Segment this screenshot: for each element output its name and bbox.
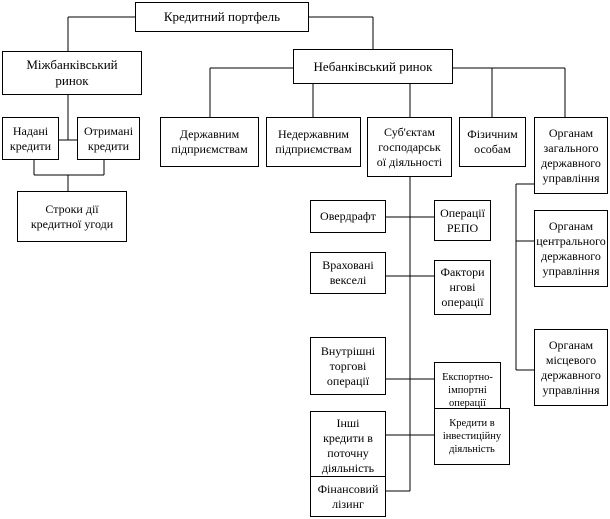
nonbank-market-box: Небанківський ринок [293,49,453,84]
received-credits-box: Отримані кредити [77,117,140,160]
state-enterprises-box: Державним підприємствам [160,117,259,167]
root-box: Кредитний портфель [135,2,309,32]
interbank-market-box: Міжбанківський ринок [2,51,142,95]
other-credits-box: Інші кредити в поточну діяльність [310,411,386,480]
credit-terms-box: Строки дії кредитної угоди [17,191,127,242]
nonstate-enterprises-box: Недержавним підприємствам [266,117,361,167]
general-gov-box: Органам загального державного управління [534,117,608,194]
discounted-bills-box: Враховані векселі [310,252,386,294]
internal-trade-box: Внутрішні торгові операції [310,337,386,395]
given-credits-box: Надані кредити [2,117,59,160]
financial-leasing-box: Фінансовий лізинг [310,476,386,517]
factoring-box: Фактори нгові операції [434,260,491,315]
individuals-box: Фізичним особам [459,117,526,167]
local-gov-box: Органам місцевого державного управління [534,329,608,406]
overdraft-box: Овердрафт [310,200,386,233]
central-gov-box: Органам центрального державного управлін… [534,210,608,287]
business-subjects-box: Суб'єктам господарськ ої діяльності [367,117,452,177]
investment-credits-box: Кредити в інвестиційну діяльність [434,408,510,465]
repo-box: Операції РЕПО [434,200,491,241]
